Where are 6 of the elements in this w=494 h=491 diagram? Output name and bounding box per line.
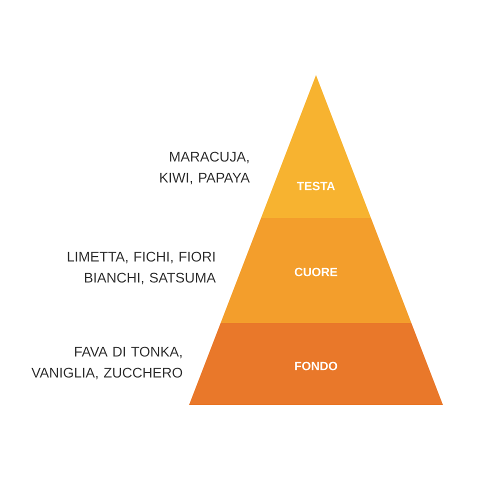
pyramid-tier: CUORE: [220, 218, 412, 323]
note-list: FAVA DI TONKA, VANIGLIA, ZUCCHERO: [31, 346, 182, 380]
pyramid-tier: TESTA: [261, 75, 371, 218]
note-list: LIMETTA, FICHI, FIORI BIANCHI, SATSUMA: [68, 252, 216, 284]
pyramid-tier: FONDO: [189, 323, 443, 405]
note-list: MARACUJA, KIWI, PAPAYA: [160, 152, 250, 184]
